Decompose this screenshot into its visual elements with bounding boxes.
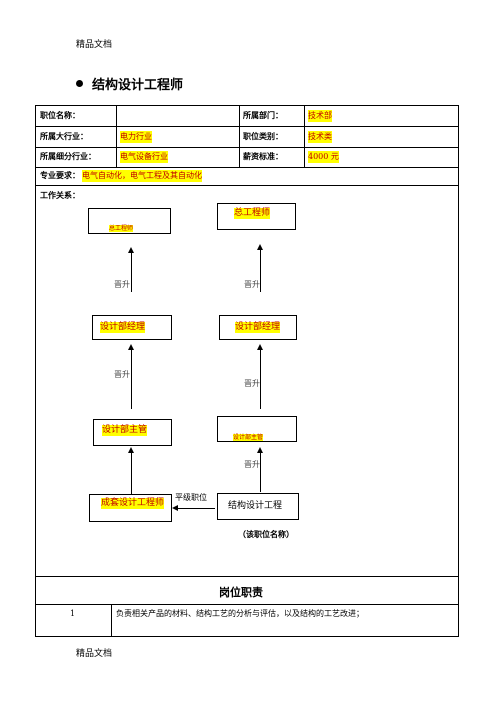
- dept-value: 技术部: [308, 110, 332, 122]
- row-divider: [36, 604, 458, 605]
- category-value: 技术类: [308, 131, 332, 143]
- col-divider: [239, 106, 240, 167]
- duties-heading: 岗位职责: [219, 586, 263, 599]
- org-box-left-low: 设计部主管: [93, 419, 172, 446]
- major-label: 专业要求：: [40, 171, 80, 180]
- industry-value: 电力行业: [120, 131, 152, 143]
- peer-label: 平级职位: [175, 493, 207, 502]
- org-text-left-bottom: 成套设计工程师: [101, 498, 165, 509]
- org-box-left-mid: 设计部经理: [92, 315, 172, 340]
- relation-label: 工作关系：: [40, 191, 80, 200]
- org-box-right-bottom: 结构设计工程: [217, 493, 299, 520]
- org-box-right-low: 设计部主管: [217, 416, 297, 442]
- section-title-row: 结构设计工程师: [76, 74, 183, 93]
- duty-row-number: 1: [70, 609, 76, 618]
- org-box-right-mid: 设计部经理: [219, 315, 297, 340]
- dept-label: 所属部门：: [243, 111, 283, 120]
- category-label: 职位类别：: [243, 132, 283, 141]
- industry-label: 所属大行业：: [40, 132, 88, 141]
- up-arrow-icon: [257, 344, 263, 409]
- position-label: 职位名称：: [40, 111, 80, 120]
- salary-value: 4000 元: [308, 151, 339, 163]
- col-divider: [304, 106, 305, 167]
- org-text-left-low: 设计部主管: [102, 425, 148, 436]
- page-footer: 精品文档: [76, 649, 113, 659]
- col-divider: [116, 106, 117, 167]
- subindustry-value: 电气设备行业: [120, 151, 168, 163]
- col-divider: [111, 604, 112, 636]
- org-text-left-top: 总工程师: [109, 225, 134, 232]
- org-text-right-low: 设计部主管: [233, 434, 264, 441]
- duty-row-text: 负责相关产品的材料、结构工艺的分析与评估，以及结构的工艺改进；: [116, 609, 364, 618]
- org-box-right-top: 总工程师: [217, 203, 296, 230]
- row-divider: [36, 126, 458, 127]
- major-value: 电气自动化，电气工程及其自动化: [82, 170, 202, 182]
- row-divider: [36, 185, 458, 186]
- row-divider: [36, 576, 458, 577]
- salary-label: 薪资标准：: [243, 152, 283, 161]
- left-arrow-icon: [172, 505, 215, 511]
- up-arrow-icon: [257, 244, 263, 292]
- row-divider: [36, 167, 458, 168]
- up-arrow-icon: [128, 447, 134, 494]
- org-text-right-mid: 设计部经理: [235, 322, 281, 333]
- promote-label: 晋升: [114, 280, 130, 289]
- org-text-right-bottom: 结构设计工程: [228, 501, 283, 511]
- up-arrow-icon: [128, 344, 134, 409]
- promote-label: 晋升: [244, 460, 260, 469]
- page-title: 结构设计工程师: [92, 78, 184, 93]
- bullet-icon: [76, 80, 83, 87]
- promote-label: 晋升: [244, 280, 260, 289]
- promote-label: 晋升: [244, 379, 260, 388]
- promote-label: 晋升: [114, 370, 130, 379]
- page-header: 精品文档: [76, 40, 113, 50]
- position-caption: （该职位名称）: [238, 530, 294, 539]
- org-text-left-mid: 设计部经理: [100, 322, 146, 333]
- up-arrow-icon: [128, 247, 134, 292]
- job-table: 职位名称： 所属部门： 技术部 所属大行业： 电力行业 职位类别： 技术类 所属…: [35, 105, 459, 637]
- row-divider: [36, 147, 458, 148]
- up-arrow-icon: [257, 447, 263, 492]
- subindustry-label: 所属细分行业：: [40, 152, 96, 161]
- org-box-left-bottom: 成套设计工程师: [89, 494, 172, 522]
- org-box-left-top: 总工程师: [88, 208, 171, 234]
- org-text-right-top: 总工程师: [234, 208, 271, 219]
